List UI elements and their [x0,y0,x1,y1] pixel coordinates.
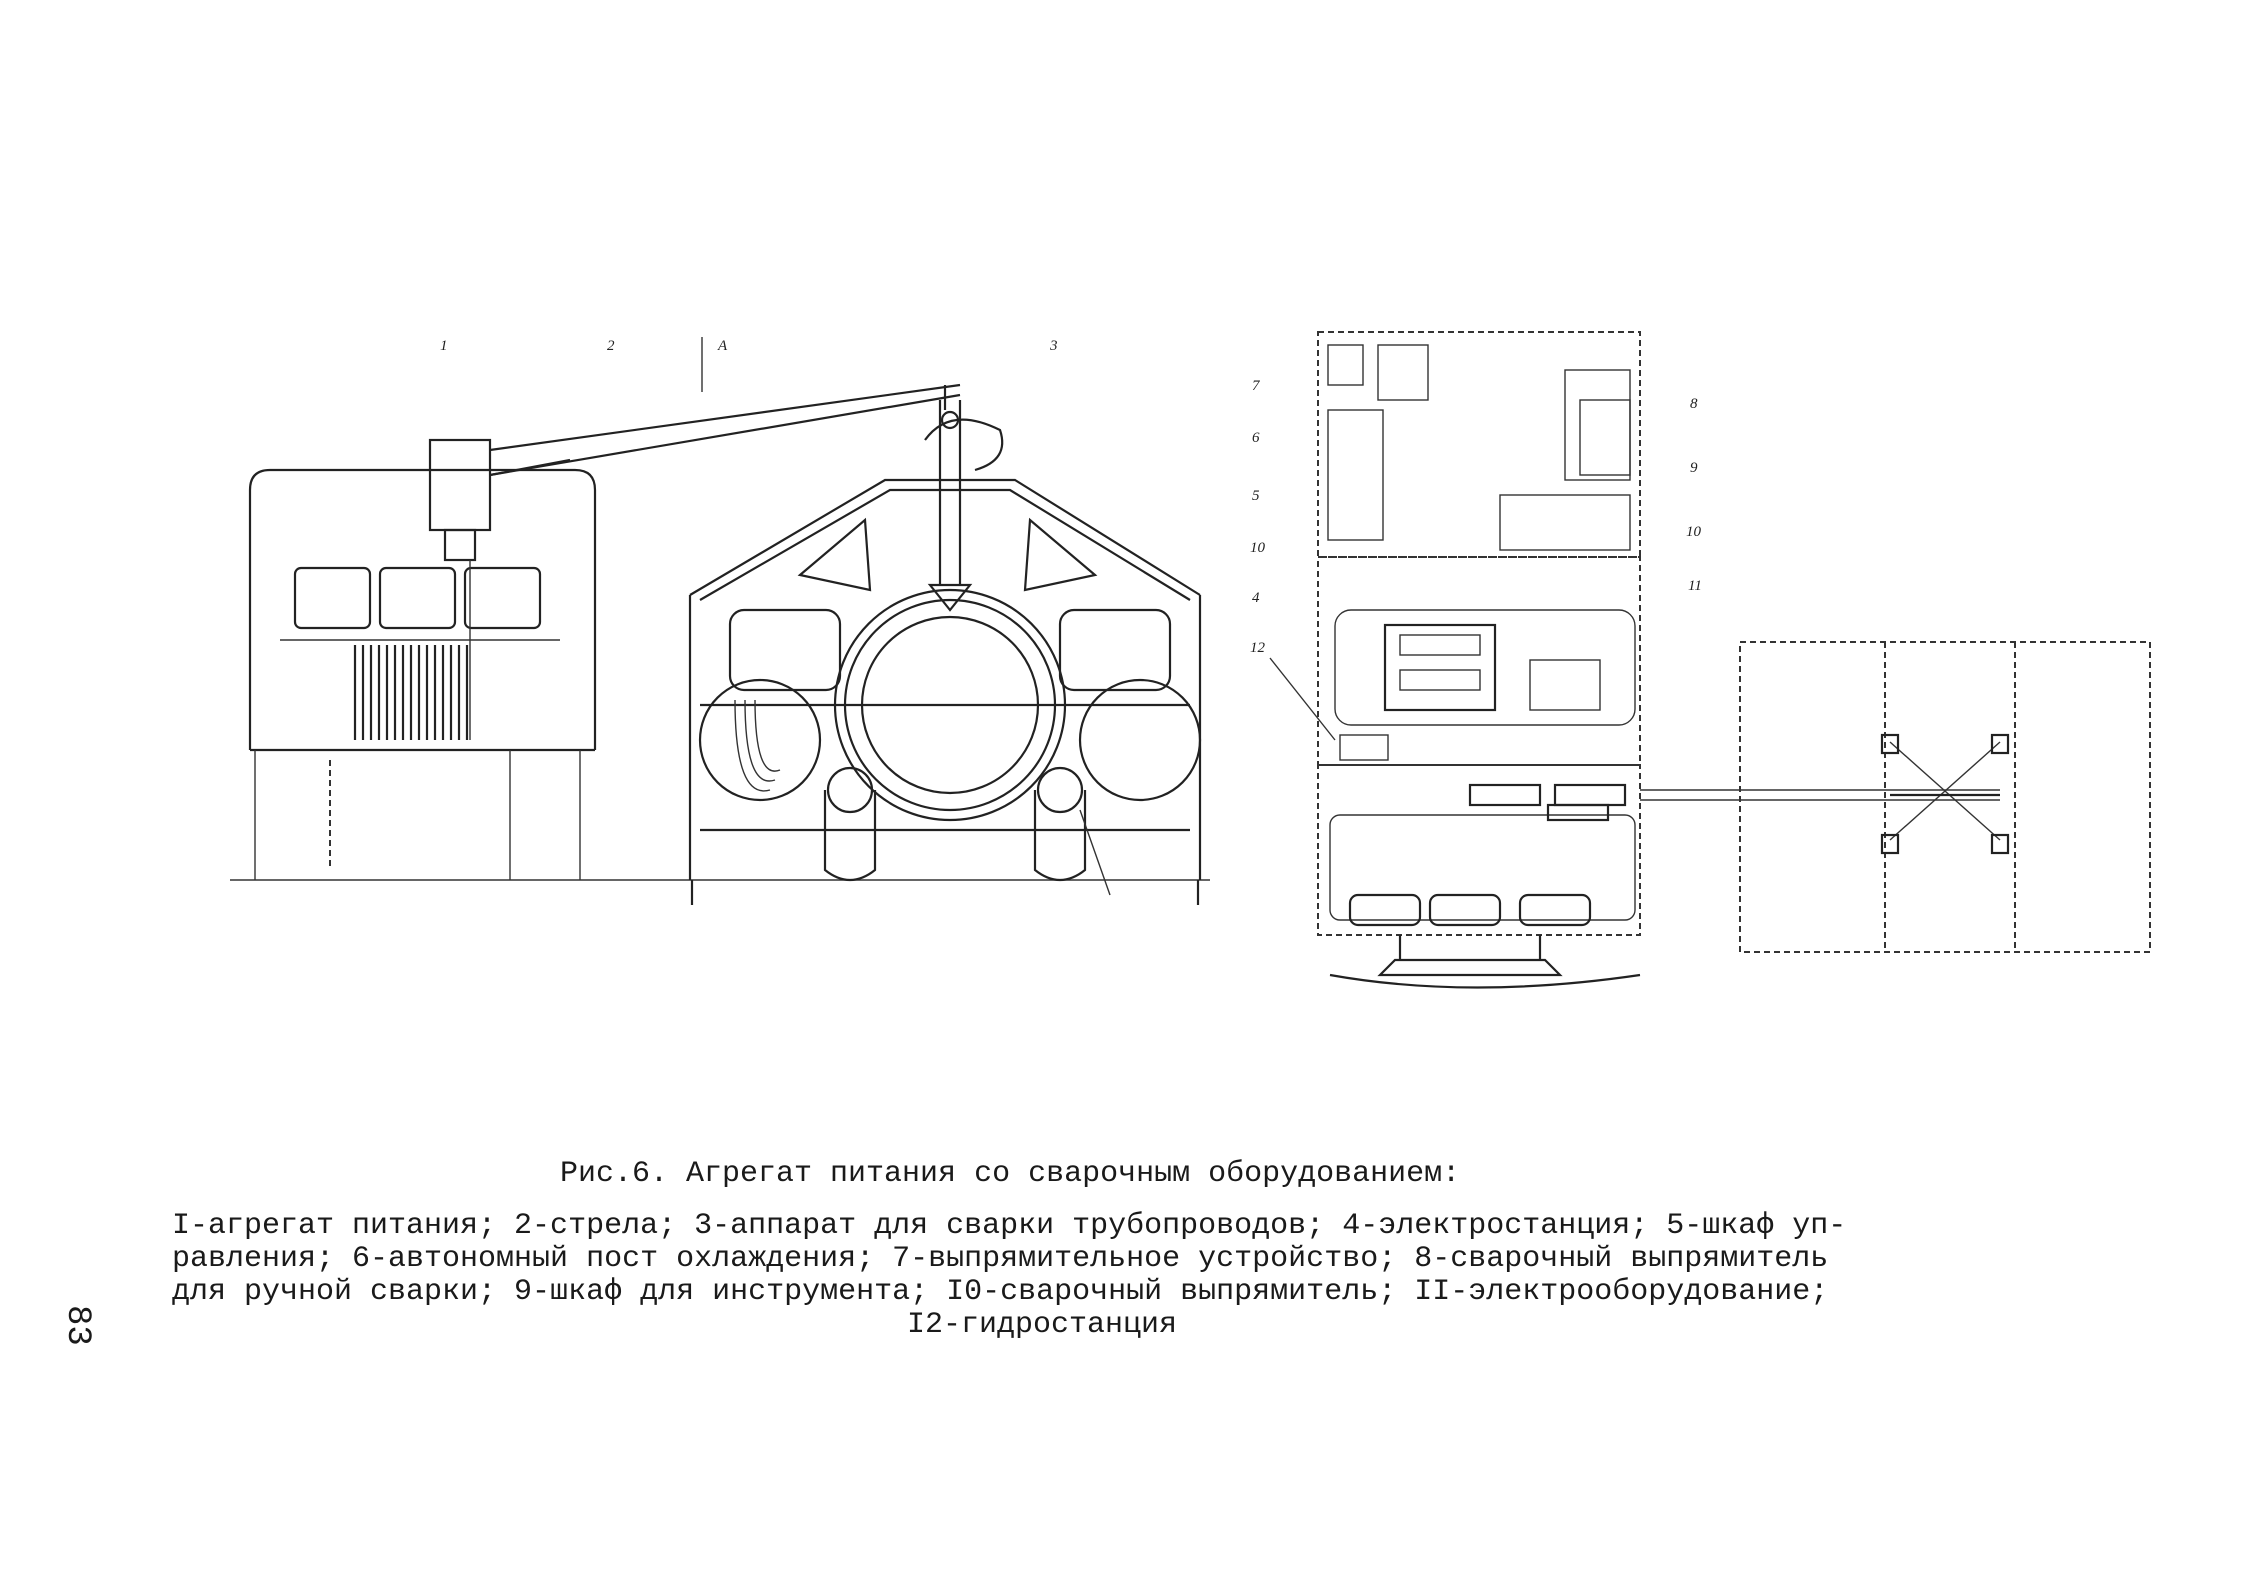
technical-drawing: 1 2 A 3 7 6 5 10 4 12 8 9 10 11 [230,331,2151,989]
callout-6: 6 [1252,430,1260,446]
callout-11: 11 [1688,578,1702,594]
callout-1: 1 [440,338,448,354]
callout-A: A [717,338,728,354]
figure-legend-line: I-агрегат питания; 2-стрела; 3-аппарат д… [172,1209,1847,1243]
front-view-welding-apparatus [688,385,1202,905]
figure-caption-title: Рис.6. Агрегат питания со сварочным обор… [560,1157,1461,1191]
radiator-fins [353,645,469,740]
callout-4: 4 [1252,590,1260,606]
pipe-clamp-frame [1739,641,2151,953]
callout-labels: 1 2 A 3 7 6 5 10 4 12 8 9 10 11 [440,337,1702,656]
callout-10-left: 10 [1250,540,1266,556]
figure-legend-line: I2-гидростанция [906,1308,1178,1342]
callout-12: 12 [1250,640,1266,656]
page-number: 83 [58,1305,96,1346]
callout-7: 7 [1252,378,1261,394]
figure-legend-line: равления; 6-автономный пост охлаждения; … [172,1242,1829,1276]
callout-5: 5 [1252,488,1260,504]
callout-2: 2 [607,338,615,354]
callout-3: 3 [1049,338,1058,354]
side-view-power-unit [230,383,1210,881]
callout-8: 8 [1690,396,1698,412]
callout-9: 9 [1690,460,1698,476]
callout-10-right: 10 [1686,524,1702,540]
figure-legend-line: для ручной сварки; 9-шкаф для инструмент… [172,1275,1829,1309]
plan-view-container [1269,331,2000,989]
